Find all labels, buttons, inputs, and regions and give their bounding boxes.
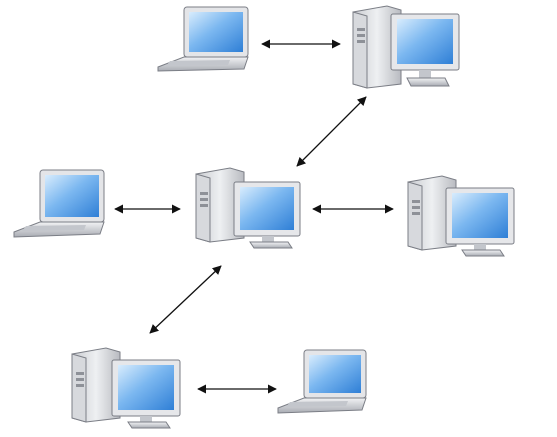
laptop-icon [157,6,249,72]
laptop-icon [13,169,105,238]
desktop-computer-icon [71,347,181,429]
desktop-computer-icon [352,5,460,89]
desktop-computer-icon [195,167,301,249]
connection-arrow [296,96,367,167]
connections [114,39,394,394]
connection-arrow [149,265,222,334]
laptop-icon [277,349,367,414]
desktop-computer-icon [407,175,515,257]
